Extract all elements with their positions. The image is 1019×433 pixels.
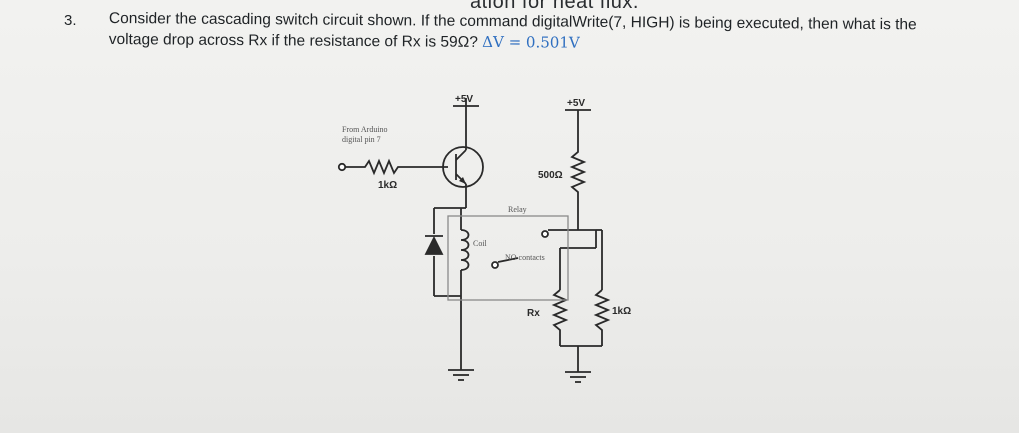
input-label-line2: digital pin 7: [342, 135, 381, 144]
relay-box: [447, 215, 569, 301]
coil-symbol: [460, 229, 470, 271]
input-terminal: [337, 162, 347, 172]
header-fragment: ation for neat flux.: [470, 0, 639, 13]
series-resistor-symbol: [569, 146, 587, 230]
supply-left-label: +5V: [455, 94, 473, 105]
diode-symbol: [424, 235, 444, 255]
right-resistor-symbol: [593, 289, 611, 346]
contact-upper: [541, 230, 549, 238]
rx-label: Rx: [527, 308, 540, 319]
answer-text: ΔV = 0.501V: [482, 32, 580, 52]
transistor-emitter-arrow: [459, 177, 466, 184]
contact-lower: [491, 261, 499, 269]
transistor-collector: [455, 149, 467, 161]
supply-right-label: +5V: [567, 98, 585, 109]
right-resistor-label: 1kΩ: [612, 306, 631, 317]
coil-label: Coil: [473, 239, 488, 248]
rx-resistor-symbol: [551, 289, 569, 346]
input-label-line1: From Arduino: [342, 125, 388, 134]
base-resistor-label: 1kΩ: [378, 180, 397, 191]
question-text: Consider the cascading switch circuit sh…: [109, 9, 949, 57]
circuit-diagram: +5V +5V From Arduino digital pin 7 1kΩ 5…: [337, 94, 631, 383]
contacts-label: NO contacts: [505, 253, 545, 262]
question-number: 3.: [64, 12, 77, 29]
series-resistor-label: 500Ω: [538, 170, 563, 181]
transistor-circle: [442, 146, 484, 188]
relay-label: Relay: [508, 205, 527, 214]
base-resistor-symbol: [345, 158, 448, 176]
